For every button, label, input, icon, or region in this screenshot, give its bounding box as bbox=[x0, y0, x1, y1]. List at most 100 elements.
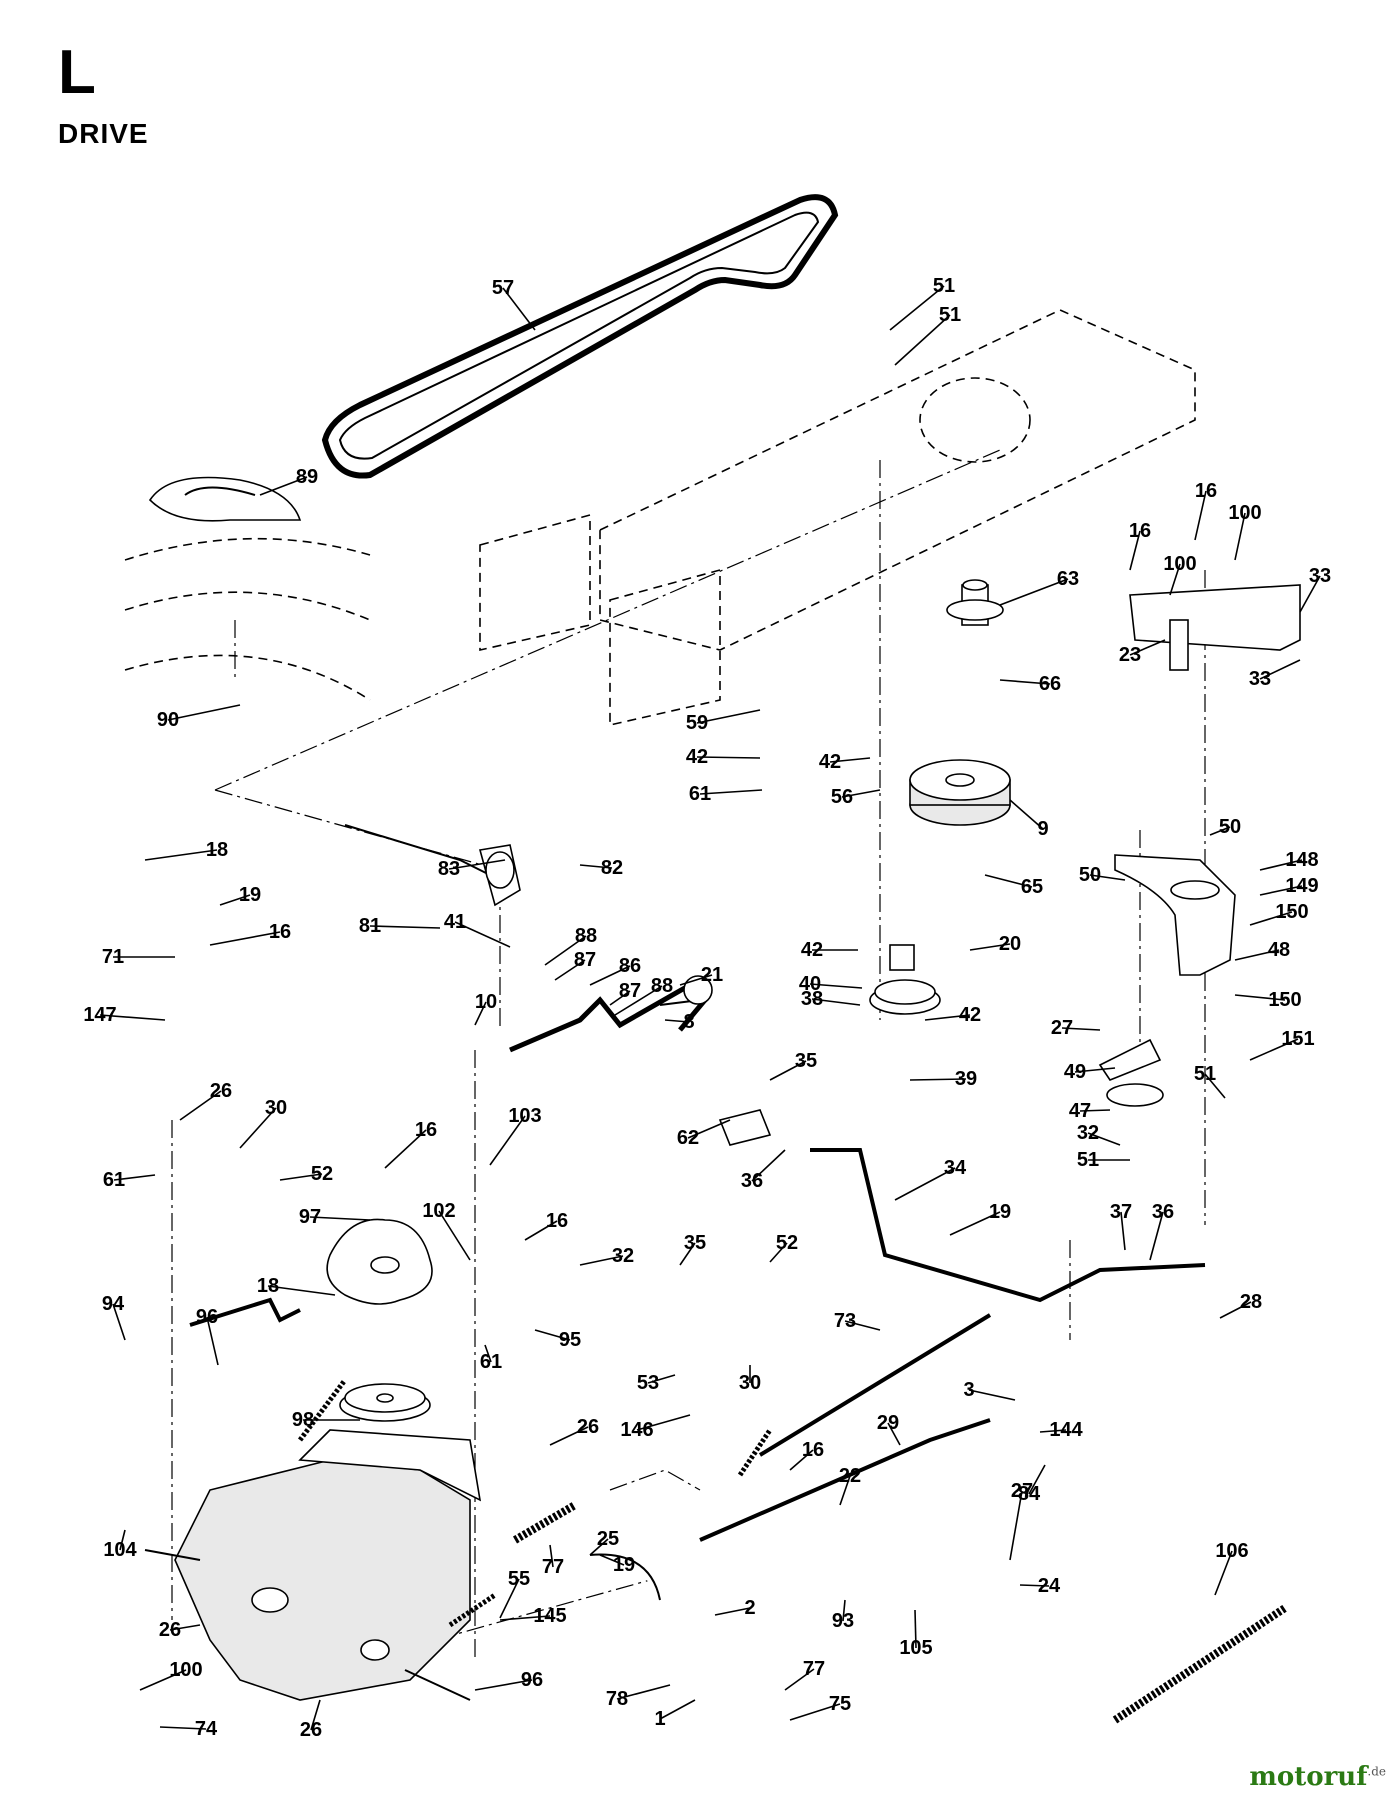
leader-line bbox=[1219, 1301, 1252, 1319]
leader-line bbox=[699, 789, 763, 795]
cooling-fan bbox=[326, 1218, 433, 1305]
leader-line bbox=[647, 1374, 676, 1384]
leader-line bbox=[784, 1668, 815, 1691]
brake-bracket bbox=[1129, 584, 1301, 671]
leader-line bbox=[1009, 799, 1044, 830]
leader-line bbox=[844, 1320, 881, 1331]
leader-line bbox=[369, 925, 441, 929]
idler-arm bbox=[1098, 854, 1236, 1107]
leader-line bbox=[279, 1173, 323, 1181]
leader-line bbox=[524, 1220, 558, 1241]
leader-line bbox=[1204, 1073, 1226, 1099]
leader-line bbox=[1259, 859, 1303, 871]
leader-line bbox=[696, 709, 761, 724]
leader-line bbox=[159, 1726, 207, 1730]
leader-line bbox=[999, 679, 1051, 685]
leader-line bbox=[259, 476, 308, 496]
leader-line bbox=[267, 1285, 336, 1296]
brake-rod bbox=[699, 1109, 1206, 1542]
leader-line bbox=[384, 1129, 427, 1169]
leader-line bbox=[1074, 1067, 1116, 1073]
leader-line bbox=[484, 1344, 492, 1363]
leader-line bbox=[448, 859, 506, 870]
shift-lever bbox=[509, 975, 713, 1053]
leader-line bbox=[751, 1149, 786, 1182]
leader-line bbox=[1209, 826, 1231, 836]
drive-belt bbox=[321, 194, 839, 479]
leader-line bbox=[219, 894, 251, 906]
leader-line bbox=[1009, 1490, 1023, 1561]
leader-line bbox=[474, 1001, 487, 1026]
leader-line bbox=[1120, 1211, 1126, 1251]
leader-line bbox=[1089, 874, 1126, 881]
leader-line bbox=[499, 1578, 520, 1619]
leader-line bbox=[909, 1078, 967, 1081]
leader-line bbox=[924, 1014, 971, 1021]
leader-line bbox=[1079, 1109, 1111, 1112]
leader-line bbox=[809, 983, 863, 989]
leader-line bbox=[659, 1699, 696, 1720]
leader-line bbox=[949, 1211, 1001, 1236]
leader-line bbox=[894, 314, 951, 366]
leader-line bbox=[1299, 575, 1321, 613]
leader-line bbox=[769, 1242, 788, 1263]
frame-outline bbox=[124, 309, 1196, 727]
leader-line bbox=[914, 1609, 917, 1649]
springs bbox=[298, 1378, 1288, 1724]
leader-line bbox=[454, 921, 511, 948]
callout-34: 34 bbox=[944, 1157, 967, 1179]
leader-line bbox=[499, 1615, 551, 1621]
leader-lines bbox=[99, 285, 1321, 1731]
electric-clutch bbox=[909, 759, 1011, 826]
leader-line bbox=[209, 931, 281, 946]
leader-line bbox=[1039, 1429, 1067, 1433]
leader-line bbox=[1249, 911, 1293, 926]
clutch-rod bbox=[189, 1297, 665, 1602]
callout-74: 74 bbox=[195, 1718, 218, 1740]
leader-line bbox=[969, 943, 1011, 951]
leader-line bbox=[239, 1107, 277, 1149]
leader-line bbox=[549, 1544, 554, 1568]
leader-line bbox=[310, 1699, 321, 1731]
leader-line bbox=[999, 578, 1069, 606]
leader-line bbox=[144, 849, 218, 861]
leader-line bbox=[614, 985, 663, 1016]
transaxle bbox=[144, 1429, 482, 1701]
leader-line bbox=[589, 965, 631, 986]
leader-line bbox=[489, 1115, 526, 1166]
leader-line bbox=[113, 1174, 156, 1181]
callout-24: 24 bbox=[1038, 1575, 1061, 1597]
leader-line bbox=[599, 1554, 625, 1566]
shift-rod bbox=[344, 824, 521, 907]
leader-line bbox=[616, 1684, 671, 1700]
leader-line bbox=[1028, 1464, 1046, 1495]
leader-line bbox=[679, 1242, 696, 1266]
leader-line bbox=[829, 757, 871, 763]
leader-line bbox=[889, 285, 945, 331]
brand-logo: motoruf.de bbox=[1249, 1762, 1386, 1792]
leader-line bbox=[1169, 563, 1181, 596]
leader-line bbox=[811, 998, 861, 1006]
leader-line bbox=[1194, 490, 1207, 541]
leader-line bbox=[589, 1538, 609, 1556]
leader-line bbox=[1234, 994, 1286, 1001]
leader-line bbox=[609, 990, 631, 1006]
engine-pulley bbox=[946, 579, 1004, 626]
leader-line bbox=[206, 1316, 219, 1366]
leader-line bbox=[112, 1303, 126, 1341]
leader-line bbox=[1129, 639, 1166, 656]
leader-line bbox=[984, 874, 1033, 888]
callout-144: 144 bbox=[1049, 1419, 1083, 1441]
leader-line bbox=[579, 864, 613, 869]
leader-line bbox=[1087, 1132, 1121, 1146]
leader-line bbox=[309, 1216, 371, 1221]
leader-line bbox=[769, 1060, 807, 1081]
leader-line bbox=[1259, 885, 1303, 896]
leader-line bbox=[636, 1414, 691, 1431]
leader-line bbox=[549, 1426, 589, 1446]
leader-line bbox=[679, 974, 713, 986]
leader-line bbox=[1019, 1584, 1050, 1587]
leader-line bbox=[839, 1475, 851, 1506]
